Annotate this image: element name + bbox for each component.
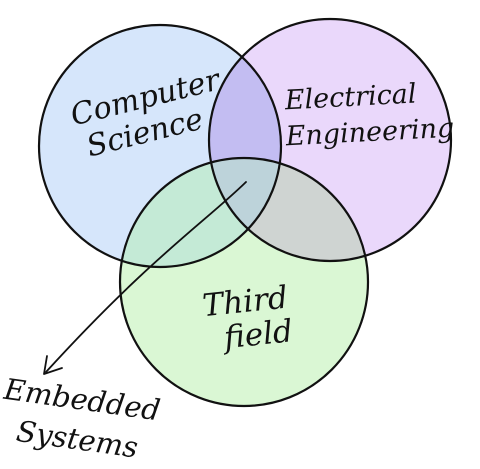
third-field-label: Third field bbox=[201, 280, 295, 357]
electrical-engineering-label-line-1: Electrical bbox=[283, 79, 417, 117]
callout-arrow bbox=[43, 181, 247, 375]
computer-science-circle-outline bbox=[37, 23, 283, 269]
embedded-systems-label: Embedded Systems bbox=[1, 372, 162, 465]
third-field-circle-outline bbox=[118, 156, 370, 408]
cs-tf-overlap bbox=[120, 158, 281, 267]
electrical-engineering-circle-outline bbox=[207, 17, 453, 263]
third-field-label-line-2: field bbox=[220, 313, 294, 356]
callout-arrow-line bbox=[45, 181, 247, 373]
third-field-label-line-1: Third bbox=[201, 280, 290, 325]
electrical-engineering-label: Electrical Engineering bbox=[283, 79, 455, 153]
ee-tf-overlap bbox=[209, 158, 368, 261]
callout-arrow-head bbox=[43, 355, 63, 375]
